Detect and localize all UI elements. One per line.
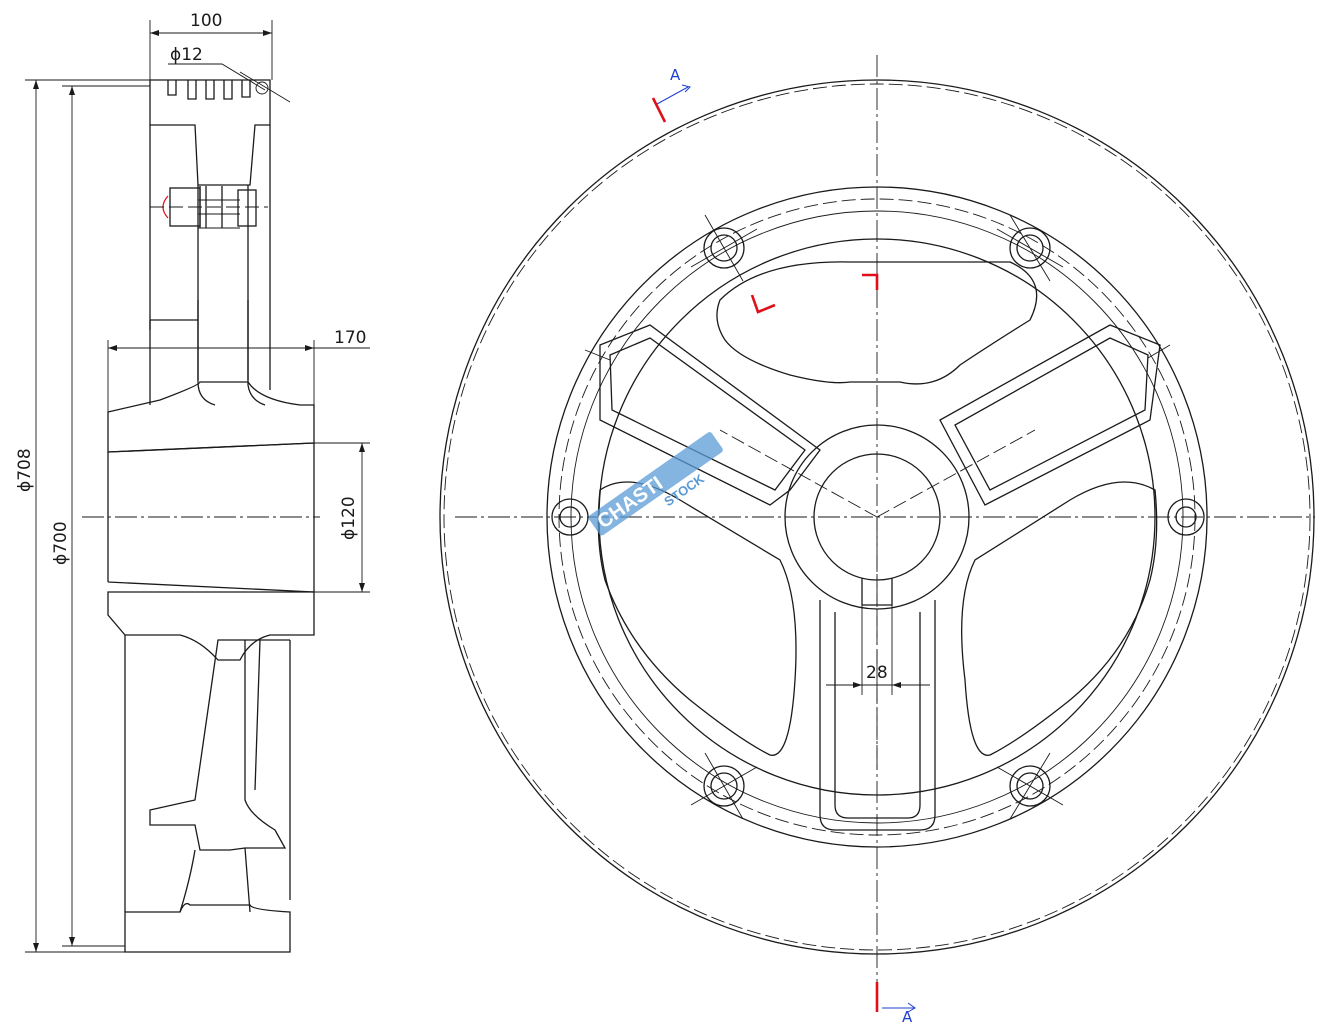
dim-hub-width: 170 <box>334 328 366 348</box>
dim-tread-dia: ϕ700 <box>51 521 71 565</box>
dim-outer-dia: ϕ708 <box>15 448 35 492</box>
rim-bottom-section <box>124 902 291 953</box>
watermark-logo: CHASTI STOCK <box>588 432 723 536</box>
hub-outer <box>784 424 970 610</box>
section-label-bottom: A <box>902 1008 913 1024</box>
outer-rim <box>439 79 1315 955</box>
section-markers <box>651 97 879 1012</box>
section-view: 100 ϕ12 170 ϕ120 ϕ708 ϕ700 <box>15 11 370 953</box>
rim-top-section <box>149 79 271 186</box>
bolt-holes <box>551 214 1205 820</box>
dim-groove-dia: ϕ12 <box>170 45 203 65</box>
bolt-nut <box>237 189 257 227</box>
dim-keyway-width: 28 <box>866 663 888 683</box>
web-lower-section <box>149 639 287 851</box>
dim-width-top: 100 <box>190 11 222 31</box>
hub-lower-section <box>107 591 315 661</box>
flange-circle <box>546 186 1208 848</box>
front-view: 28 A A <box>439 55 1315 1024</box>
dim-bore-dia: ϕ120 <box>339 496 359 540</box>
spoke-windows <box>597 261 1161 831</box>
bore <box>107 442 315 593</box>
section-label-top: A <box>670 66 681 84</box>
hub-upper-section <box>107 381 315 453</box>
rim-grooves <box>167 80 251 100</box>
groove-circle <box>255 81 269 95</box>
